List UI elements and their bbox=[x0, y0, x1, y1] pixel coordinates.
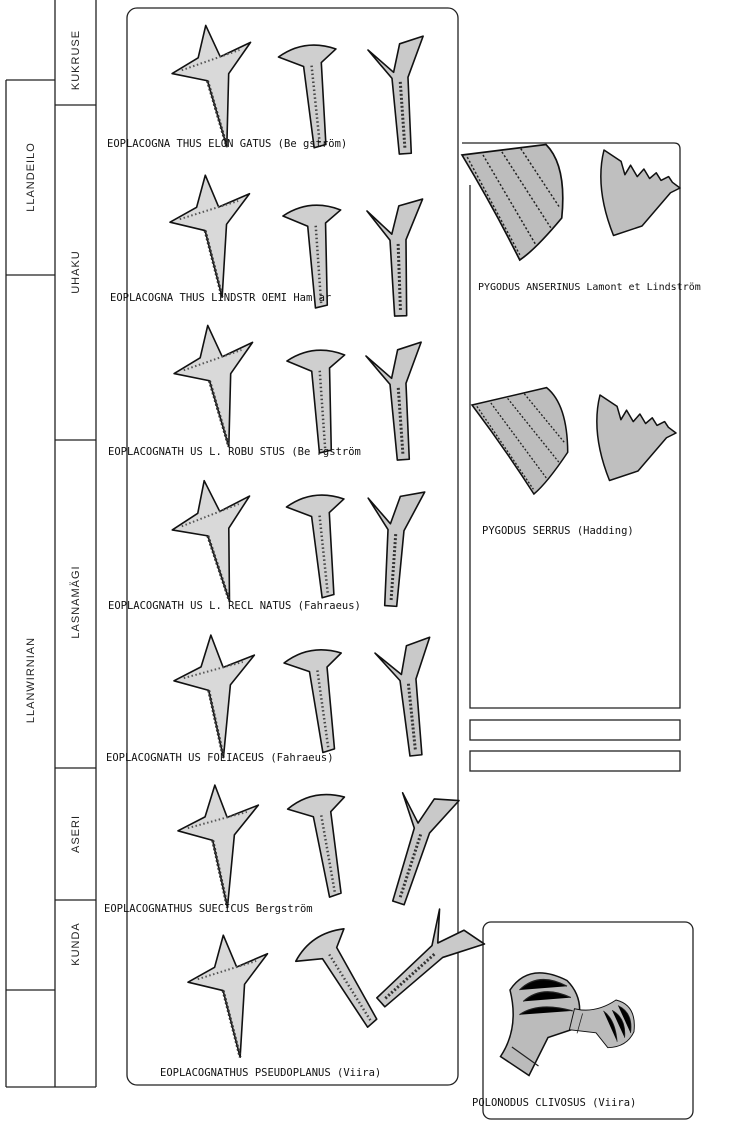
stage-label-lasnamagi: LASNAMÄGI bbox=[70, 565, 82, 638]
species-label-clivosus: POLONODUS CLIVOSUS (Viira) bbox=[472, 1097, 636, 1109]
stage-label-aseri: ASERI bbox=[70, 815, 82, 853]
series-label-llandeilo: LLANDEILO bbox=[25, 142, 37, 212]
stage-label-kunda: KUNDA bbox=[70, 922, 82, 966]
species-label-suecicus: EOPLACOGNATHUS SUECICUS Bergström bbox=[104, 903, 313, 915]
species-label-lindstroemi: EOPLACOGNA THUS LINDSTR OEMI Ham ar bbox=[110, 292, 331, 304]
species-label-reclinatus: EOPLACOGNATH US L. RECL NATUS (Fahraeus) bbox=[108, 600, 361, 612]
species-label-elongatus: EOPLACOGNA THUS ELON GATUS (Be gström) bbox=[107, 138, 347, 150]
species-label-serrus: PYGODUS SERRUS (Hadding) bbox=[482, 525, 634, 537]
stage-label-uhaku: UHAKU bbox=[70, 250, 82, 294]
series-label-llanwirnian: LLANWIRNIAN bbox=[25, 637, 37, 723]
species-label-anserinus: PYGODUS ANSERINUS Lamont et Lindström bbox=[478, 282, 701, 293]
species-label-foliaceus: EOPLACOGNATH US FOLIACEUS (Fahraeus) bbox=[106, 752, 334, 764]
stage-label-kukruse: KUKRUSE bbox=[70, 30, 82, 90]
species-label-pseudoplanus: EOPLACOGNATHUS PSEUDOPLANUS (Viira) bbox=[160, 1067, 381, 1079]
species-label-robustus: EOPLACOGNATH US L. ROBU STUS (Be rgström bbox=[108, 446, 361, 458]
